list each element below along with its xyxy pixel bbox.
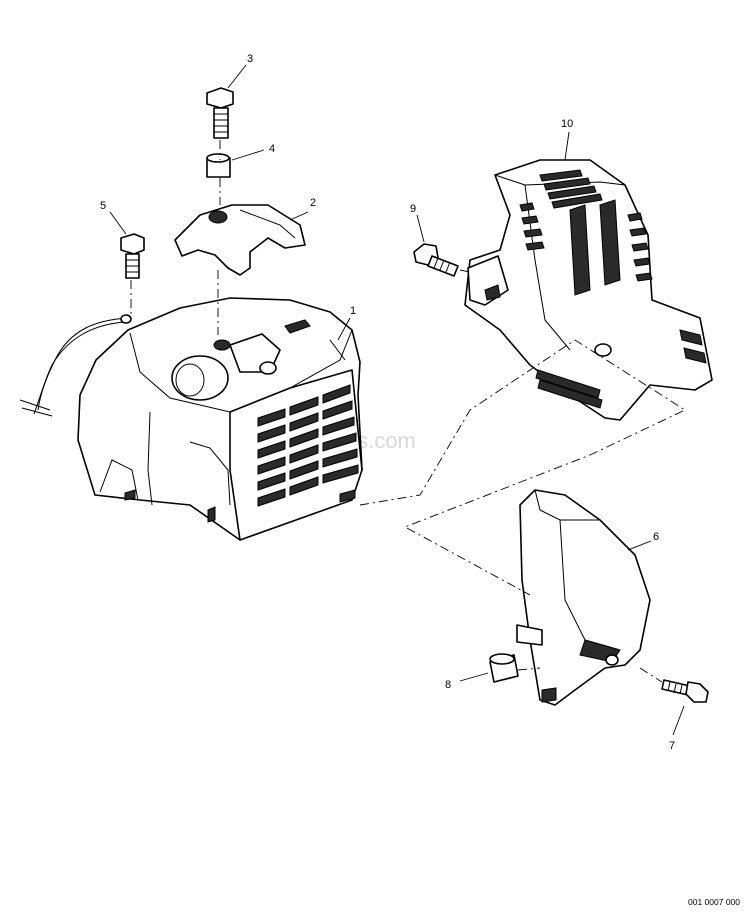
callout-7: 7 <box>669 740 675 752</box>
leader-lines <box>109 64 685 736</box>
callout-3: 3 <box>247 53 253 65</box>
callout-2: 2 <box>310 197 316 209</box>
callout-labels: 1 2 3 4 5 6 7 8 9 10 <box>100 53 675 752</box>
callout-10: 10 <box>561 118 573 130</box>
callout-5: 5 <box>100 200 106 212</box>
part-1-grille <box>257 384 359 507</box>
part-7-bolt[interactable] <box>661 679 709 703</box>
assembly-lines <box>130 140 686 683</box>
part-9-bolt[interactable] <box>413 243 459 277</box>
part-5-bolt[interactable] <box>120 233 145 279</box>
callout-4: 4 <box>269 143 275 155</box>
part-2-top-cap[interactable] <box>174 204 306 276</box>
part-6-side-cover[interactable] <box>516 489 651 706</box>
part-4-collar[interactable] <box>206 153 231 178</box>
callout-9: 9 <box>410 203 416 215</box>
callout-8: 8 <box>445 679 451 691</box>
part-8-spacer[interactable] <box>489 653 519 683</box>
figure-number: 001 0007 000 <box>688 897 740 907</box>
callout-1: 1 <box>350 305 356 317</box>
part-10-rear-cover[interactable] <box>464 159 713 421</box>
part-1-engine-cover[interactable] <box>77 297 363 541</box>
callout-6: 6 <box>653 531 659 543</box>
part-10-vents <box>519 169 707 409</box>
part-3-bolt[interactable] <box>206 87 234 139</box>
ground-wire <box>19 314 132 417</box>
